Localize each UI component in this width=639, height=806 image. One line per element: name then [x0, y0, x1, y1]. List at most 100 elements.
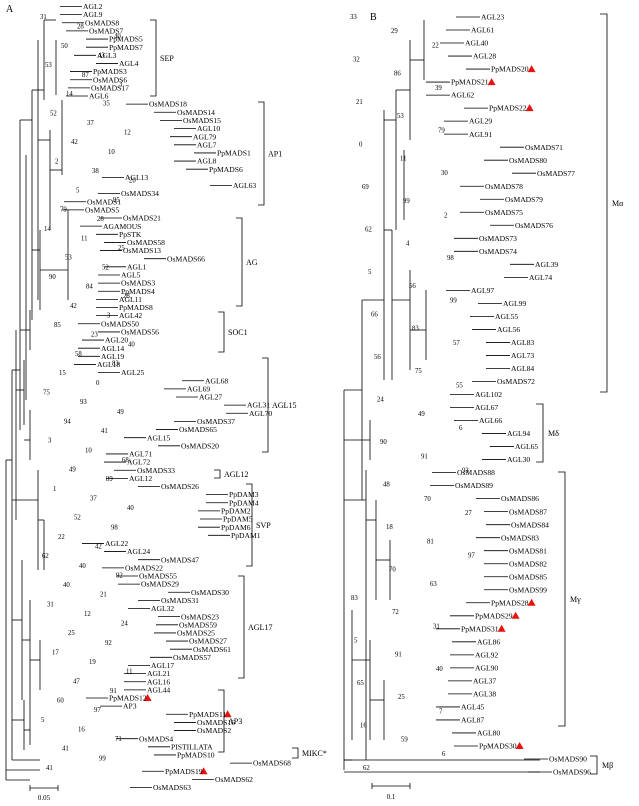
- leaf-label: AGL44: [147, 685, 170, 694]
- leaf-label: PpDAM6: [221, 523, 251, 532]
- leaf-label: OsMADS25: [177, 629, 215, 638]
- bootstrap-value: 18: [386, 524, 393, 531]
- leaf-label: OsMADS96: [553, 768, 591, 777]
- branch-lines: [5, 6, 608, 791]
- clade-label: SVP: [256, 521, 271, 530]
- bootstrap-value: 42: [71, 139, 78, 146]
- clade-bracket: [536, 403, 544, 463]
- leaf-label: AGL32: [151, 604, 174, 613]
- bootstrap-value: 70: [389, 567, 396, 574]
- bootstrap-value: 57: [453, 340, 460, 347]
- leaf-label: OsMADS3: [121, 279, 155, 288]
- clade-label: Mβ: [602, 761, 613, 770]
- leaf-label: OsMADS47: [161, 555, 199, 564]
- bootstrap-value: 40: [127, 505, 134, 512]
- leaf-label: PpMADS28: [491, 598, 529, 607]
- bootstrap-value: 2: [444, 212, 448, 219]
- leaf-label: AGL42: [119, 311, 142, 320]
- bootstrap-value: 66: [371, 312, 378, 319]
- bootstrap-value: 49: [69, 467, 76, 474]
- bootstrap-value: 86: [394, 71, 401, 78]
- bootstrap-value: 83: [112, 361, 119, 368]
- leaf-label: OsMADS55: [139, 572, 177, 581]
- leaf-label: PpMADS7: [109, 43, 143, 52]
- leaf-label: AGL18: [97, 360, 120, 369]
- clade-label: AP1: [268, 150, 282, 159]
- bootstrap-value: 41: [62, 746, 69, 753]
- leaf-label: AGL15: [147, 433, 170, 442]
- leaf-label: OsMADS30: [191, 588, 229, 597]
- leaf-label: OsMADS77: [537, 169, 575, 178]
- scale-bar-label: 0.05: [38, 794, 51, 802]
- leaf-label: PpDAM1: [231, 531, 261, 540]
- leaf-label: PpDAM2: [221, 506, 251, 515]
- leaf-label: AGL29: [469, 117, 492, 126]
- leaf-label: OsMADS56: [121, 328, 159, 337]
- leaf-label: OsMADS84: [511, 520, 549, 529]
- leaf-label: OsMADS26: [161, 482, 199, 491]
- bootstrap-value: 93: [80, 399, 87, 406]
- leaf-label: OsMADS13: [123, 246, 161, 255]
- bootstrap-value: 84: [86, 284, 93, 291]
- bootstrap-value: 48: [383, 482, 390, 489]
- bootstrap-value: 22: [58, 534, 65, 541]
- leaf-label: PpDAM5: [223, 515, 253, 524]
- bootstrap-value: 97: [468, 552, 475, 559]
- leaf-label: OsMADS34: [121, 189, 159, 198]
- bootstrap-value: 99: [403, 198, 410, 205]
- leaf-label: AGL3: [97, 51, 117, 60]
- bootstrap-value: 27: [465, 510, 472, 517]
- leaf-label: OsMADS80: [509, 156, 547, 165]
- leaf-label: AGL68: [205, 376, 228, 385]
- clade-bracket: [590, 755, 598, 775]
- bootstrap-value: 19: [89, 659, 96, 666]
- leaf-label: AGL38: [473, 689, 496, 698]
- clade-label: AGL15: [272, 401, 296, 410]
- bootstrap-value: 99: [99, 755, 106, 762]
- leaf-label: OsMADS88: [457, 468, 495, 477]
- leaf-label: OsMADS89: [455, 481, 493, 490]
- bootstrap-value: 40: [79, 563, 86, 570]
- bootstrap-value: 37: [87, 120, 94, 127]
- bootstrap-value: 69: [362, 184, 369, 191]
- leaf-label: AGL21: [147, 669, 170, 678]
- bootstrap-value: 38: [92, 168, 99, 175]
- bootstrap-value: 79: [438, 127, 445, 134]
- bootstrap-value: 92: [116, 572, 123, 579]
- bootstrap-value: 85: [54, 322, 61, 329]
- bootstrap-value: 12: [84, 611, 91, 618]
- bootstrap-value: 43: [98, 53, 105, 60]
- leaf-label: AGL28: [473, 52, 496, 61]
- bootstrap-value: 4: [406, 241, 410, 248]
- bootstrap-value: 32: [353, 57, 360, 64]
- leaf-label: AGL99: [503, 299, 526, 308]
- bootstrap-value: 59: [401, 737, 408, 744]
- leaf-label: AGL56: [497, 325, 520, 334]
- leaf-label: OsMADS57: [173, 653, 211, 662]
- leaf-label: OsMADS65: [179, 425, 217, 434]
- leaf-label: PpMADS12: [109, 694, 147, 703]
- bootstrap-value: 37: [90, 495, 97, 502]
- leaf-label: PpMADS1: [217, 149, 251, 158]
- bootstrap-value: 87: [82, 72, 89, 79]
- bootstrap-value: 62: [42, 553, 49, 560]
- leaf-label: OsMADS5: [85, 205, 119, 214]
- bootstrap-value: 15: [59, 370, 66, 377]
- leaf-label: AGL10: [197, 124, 220, 133]
- leaf-label: OsMADS78: [485, 182, 523, 191]
- bootstrap-value: 53: [65, 255, 72, 262]
- leaf-label: AGL91: [469, 130, 492, 139]
- leaf-label: AGL71: [129, 450, 152, 459]
- leaf-label: AGL94: [507, 429, 530, 438]
- bootstrap-value: 22: [432, 42, 439, 49]
- bootstrap-value: 12: [124, 130, 131, 137]
- bootstrap-value: 10: [108, 149, 115, 156]
- bootstrap-value: 55: [456, 382, 463, 389]
- bootstrap-value: 25: [398, 694, 405, 701]
- leaf-label: AGL90: [475, 663, 498, 672]
- leaf-label: OsMADS59: [179, 620, 217, 629]
- leaf-label: AGL40: [465, 39, 488, 48]
- leaf-label: OsMADS61: [193, 645, 231, 654]
- leaf-label: PpMADS3: [93, 67, 127, 76]
